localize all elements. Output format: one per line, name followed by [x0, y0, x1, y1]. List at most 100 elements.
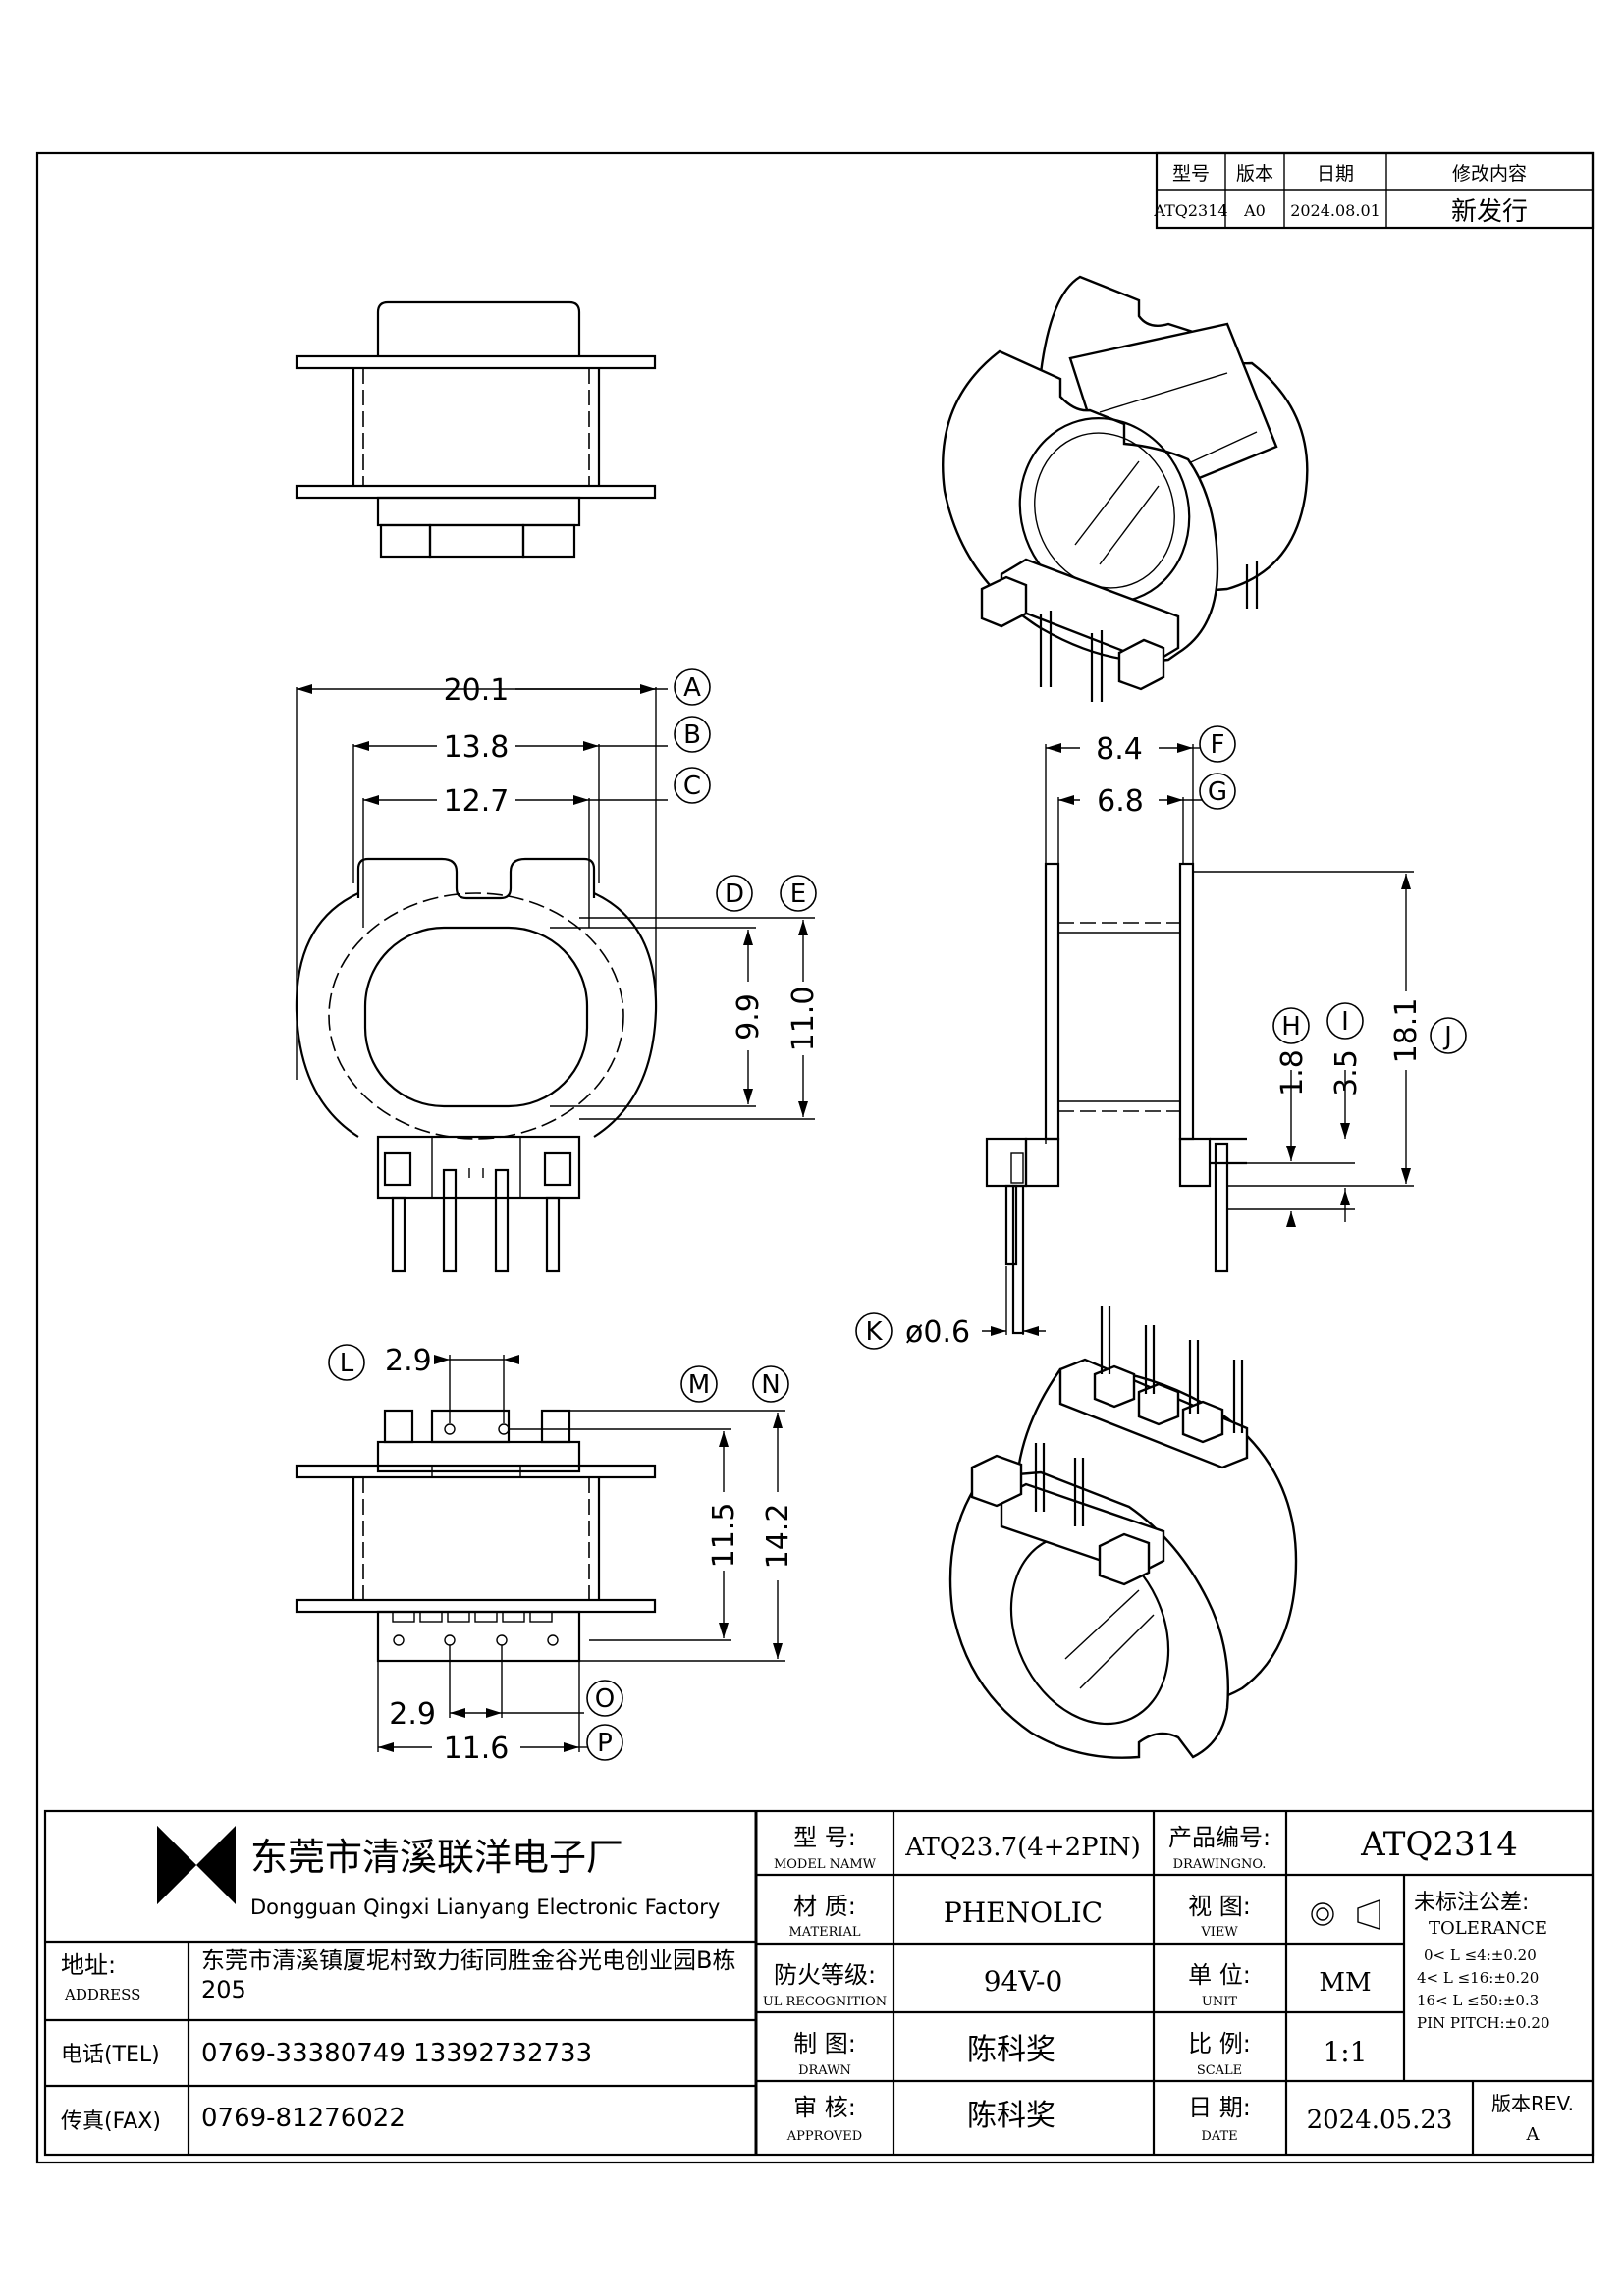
drawn-label-en: DRAWN [798, 2063, 851, 2078]
date-label-cn: 日 期: [1188, 2094, 1251, 2121]
bubble-P: P [597, 1729, 613, 1758]
tolerance-line-4: PIN PITCH:±0.20 [1417, 2014, 1550, 2032]
dim-K-value: ø0.6 [905, 1315, 970, 1350]
drawing-no-label-cn: 产品编号: [1168, 1824, 1271, 1851]
company-name-en: Dongguan Qingxi Lianyang Electronic Fact… [250, 1896, 720, 1919]
dim-L-value: 2.9 [385, 1344, 432, 1378]
dim-A-value: 20.1 [444, 673, 510, 708]
bubble-F: F [1211, 730, 1225, 760]
fax-label: 传真(FAX) [61, 2109, 161, 2134]
approved-value: 陈科奖 [967, 2099, 1055, 2133]
bubble-I: I [1341, 1007, 1349, 1037]
rev-cell-version: A0 [1243, 201, 1266, 220]
dim-M-value: 11.5 [707, 1503, 741, 1569]
dim-B-value: 13.8 [444, 730, 510, 765]
scale-label-cn: 比 例: [1188, 2030, 1251, 2057]
bubble-O: O [595, 1684, 615, 1714]
material-label-en: MATERIAL [788, 1925, 860, 1940]
ul-value: 94V-0 [984, 1965, 1063, 1998]
fax-value: 0769-81276022 [201, 2104, 406, 2133]
bubble-M: M [688, 1370, 710, 1400]
rev-value: A [1526, 2124, 1541, 2145]
dim-G-value: 6.8 [1097, 784, 1144, 819]
bottom-view-dimensions: 2.9 11.5 14.2 2.9 11.6 [377, 1344, 795, 1766]
dim-E-value: 11.0 [786, 987, 821, 1052]
tel-label: 电话(TEL) [61, 2043, 160, 2067]
dim-C-value: 12.7 [444, 784, 510, 819]
top-view [295, 300, 657, 559]
date-value: 2024.05.23 [1307, 2106, 1453, 2135]
rev-header-model: 型号 [1172, 163, 1210, 185]
view-label-cn: 视 图: [1188, 1893, 1251, 1920]
drawing-no-label-en: DRAWINGNO. [1173, 1857, 1267, 1872]
drawing-no-value: ATQ2314 [1360, 1825, 1518, 1864]
front-view [295, 857, 658, 1273]
view-label-en: VIEW [1200, 1925, 1238, 1940]
approved-label-cn: 审 核: [793, 2094, 856, 2121]
projection-symbol-icon [1311, 1899, 1380, 1930]
rev-header-changes: 修改内容 [1452, 163, 1527, 185]
dim-H-value: 1.8 [1275, 1049, 1310, 1096]
dim-J-value: 18.1 [1389, 998, 1424, 1064]
bottom-view [295, 1409, 657, 1663]
bubble-K: K [865, 1317, 883, 1347]
address-line-2: 205 [201, 1976, 246, 2003]
rev-label: 版本REV. [1491, 2092, 1574, 2115]
unit-label-cn: 单 位: [1188, 1961, 1251, 1989]
dim-P-value: 11.6 [444, 1732, 510, 1766]
dim-I-value: 3.5 [1329, 1049, 1364, 1096]
drawn-label-cn: 制 图: [793, 2030, 856, 2057]
dim-N-value: 14.2 [761, 1504, 795, 1570]
bubble-C: C [683, 772, 701, 801]
ul-label-cn: 防火等级: [774, 1961, 876, 1989]
bubble-H: H [1281, 1012, 1301, 1041]
rev-header-version: 版本 [1236, 163, 1273, 185]
approved-label-en: APPROVED [786, 2129, 862, 2144]
side-view-dimensions: 8.4 6.8 18.1 1.8 3.5 ø0.6 [905, 732, 1424, 1350]
drawing-border [35, 151, 1595, 2164]
address-label-cn: 地址: [61, 1951, 116, 1979]
bubble-J: J [1442, 1022, 1452, 1051]
bubble-A: A [683, 673, 701, 703]
isometric-view-top [942, 275, 1309, 702]
isometric-view-bottom [948, 1306, 1298, 1759]
material-label-cn: 材 质: [793, 1893, 856, 1920]
ul-label-en: UL RECOGNITION [763, 1995, 887, 2009]
tolerance-line-3: 16< L ≤50:±0.3 [1417, 1992, 1539, 2009]
rev-cell-changes: 新发行 [1451, 197, 1528, 227]
bubble-L: L [340, 1349, 354, 1378]
bubble-E: E [790, 880, 806, 909]
address-label-en: ADDRESS [64, 1986, 140, 2003]
model-label-en: MODEL NAMW [774, 1857, 877, 1872]
tolerance-label-cn: 未标注公差: [1414, 1891, 1529, 1915]
unit-value: MM [1319, 1968, 1371, 1998]
rev-cell-model: ATQ2314 [1153, 201, 1227, 220]
bubble-N: N [761, 1370, 780, 1400]
date-label-en: DATE [1201, 2129, 1237, 2144]
drawn-value: 陈科奖 [967, 2033, 1055, 2067]
dim-O-value: 2.9 [389, 1697, 436, 1732]
bubble-G: G [1208, 777, 1227, 807]
model-label-cn: 型 号: [793, 1824, 856, 1851]
material-value: PHENOLIC [944, 1896, 1103, 1929]
dim-D-value: 9.9 [731, 993, 766, 1041]
rev-cell-date: 2024.08.01 [1290, 201, 1380, 220]
dim-F-value: 8.4 [1096, 732, 1143, 767]
company-logo [157, 1826, 236, 1904]
unit-label-en: UNIT [1202, 1995, 1237, 2009]
tolerance-line-1: 0< L ≤4:±0.20 [1424, 1947, 1537, 1964]
model-value: ATQ23.7(4+2PIN) [904, 1833, 1141, 1862]
tolerance-block: 未标注公差: TOLERANCE 0< L ≤4:±0.20 4< L ≤16:… [1414, 1891, 1550, 2032]
tolerance-line-2: 4< L ≤16:±0.20 [1417, 1969, 1539, 1987]
bubble-B: B [683, 721, 701, 750]
scale-value: 1:1 [1323, 2036, 1367, 2068]
scale-label-en: SCALE [1197, 2063, 1242, 2078]
rev-header-date: 日期 [1317, 163, 1354, 185]
company-name-cn: 东莞市清溪联洋电子厂 [250, 1836, 623, 1879]
address-line-1: 东莞市清溪镇厦坭村致力街同胜金谷光电创业园B栋 [201, 1947, 735, 1974]
bubble-D: D [725, 880, 744, 909]
tolerance-label-en: TOLERANCE [1429, 1918, 1547, 1939]
revision-table: 型号 版本 日期 修改内容 ATQ2314 A0 2024.08.01 新发行 [1153, 151, 1595, 230]
title-block: 东莞市清溪联洋电子厂 Dongguan Qingxi Lianyang Elec… [43, 1809, 1595, 2157]
